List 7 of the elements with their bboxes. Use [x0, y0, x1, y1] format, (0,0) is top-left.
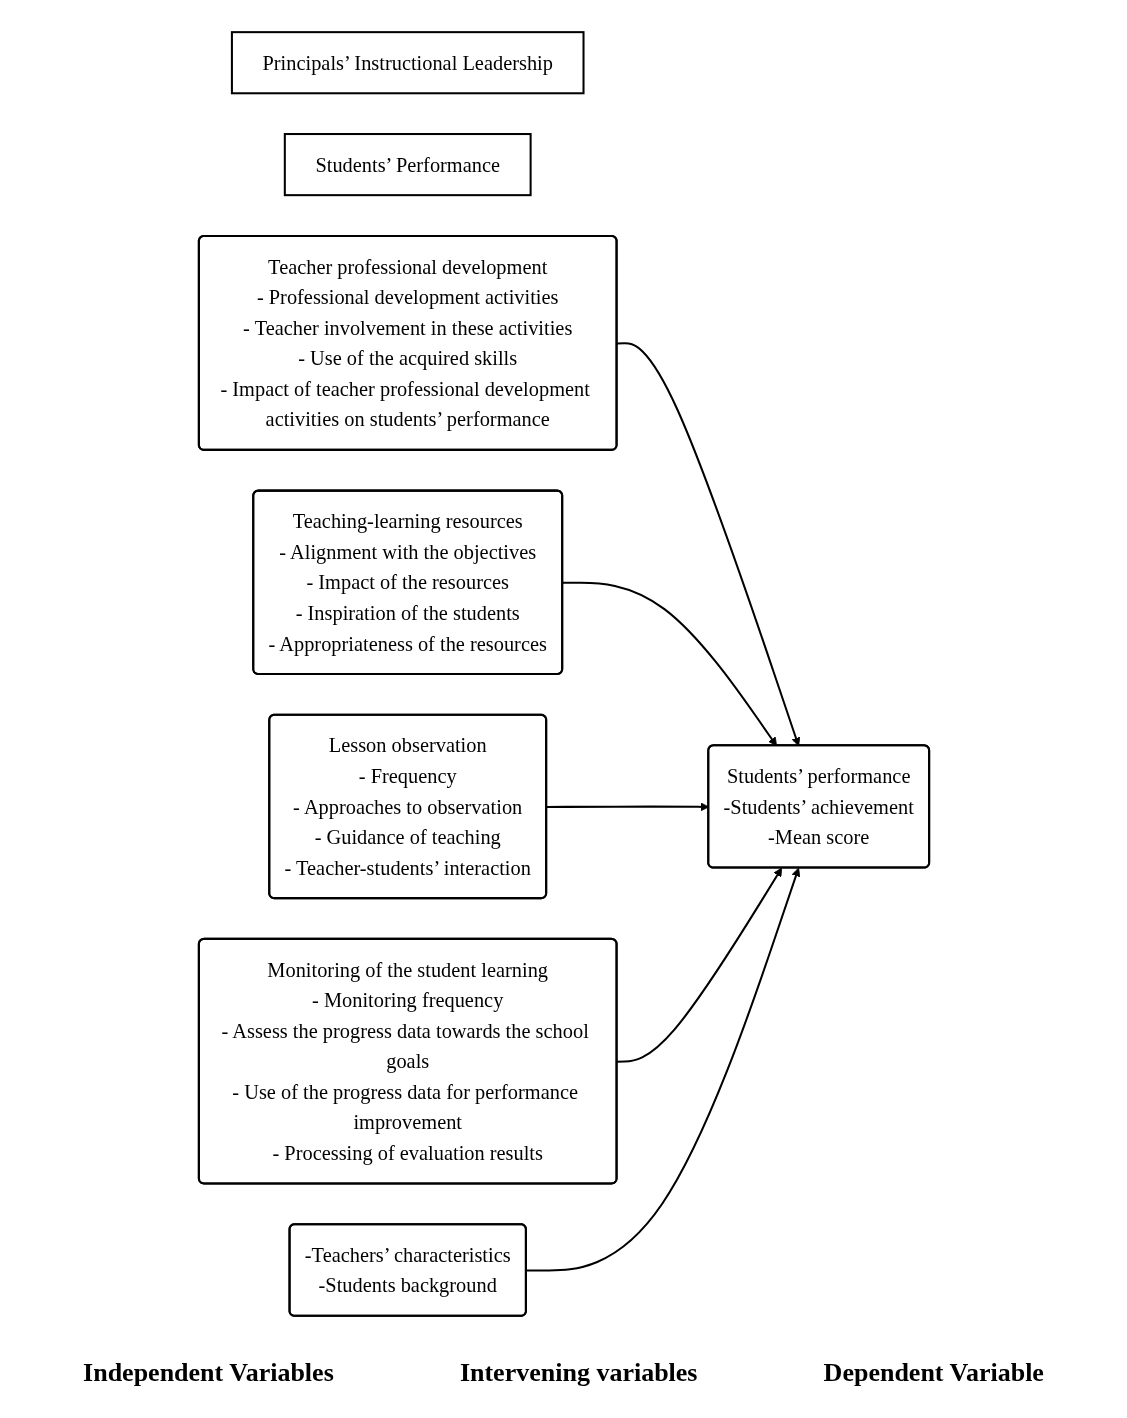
- variable-label: Dependent Variable: [823, 1358, 1044, 1388]
- arrow: [525, 867, 800, 1272]
- variable-label: Independent Variables: [83, 1358, 334, 1388]
- variable-label: Intervening variables: [459, 1358, 698, 1388]
- node-box: Principals’ Instructional Leadership: [230, 31, 585, 95]
- node-box: Students’ Performance: [283, 133, 532, 197]
- arrow: [616, 867, 782, 1063]
